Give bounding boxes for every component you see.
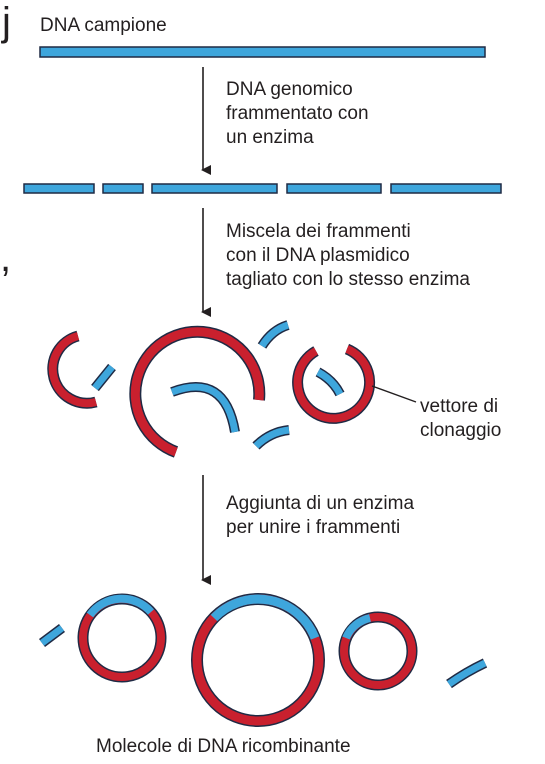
free-fragment [170, 383, 239, 433]
step1-line: DNA genomico [226, 79, 353, 100]
step1-line: frammentato con [226, 103, 369, 124]
dna-fragment [390, 183, 502, 194]
cut-plasmid [130, 327, 264, 457]
cut-plasmid [293, 345, 374, 423]
step2-line: con il DNA plasmidico [226, 245, 410, 266]
recombinant-molecules [39, 593, 488, 727]
vector-pointer-line [371, 385, 417, 403]
step1-line: un enzima [226, 127, 314, 148]
step2-line: tagliato con lo stesso enzima [226, 269, 470, 290]
free-fragment [92, 364, 115, 391]
vector-label: vettore di clonaggio [420, 395, 501, 443]
free-fragment [253, 426, 290, 449]
step2-label: Miscela dei frammenti con il DNA plasmid… [226, 220, 470, 292]
step3-label: Aggiunta di un enzima per unire i framme… [226, 492, 414, 540]
inserted-fragment [210, 594, 320, 640]
inserted-fragment [86, 594, 155, 618]
free-fragment [316, 368, 344, 396]
step3-line: Aggiunta di un enzima [226, 493, 415, 514]
free-fragment [446, 659, 487, 687]
dna-fragments [23, 183, 502, 194]
dna-fragment [286, 183, 382, 194]
cut-plasmid [48, 332, 98, 408]
edge-mark-middle: , [0, 236, 12, 280]
step1-label: DNA genomico frammentato con un enzima [226, 78, 369, 150]
step2-line: Miscela dei frammenti [226, 221, 411, 242]
sample-dna-label: DNA campione [40, 15, 167, 36]
dna-fragment [151, 183, 278, 194]
vector-line: vettore di [420, 396, 499, 417]
step3-line: per unire i frammenti [226, 517, 401, 538]
mixture [47, 320, 376, 458]
edge-mark-top: j [2, 0, 11, 44]
sample-dna-bar [39, 46, 486, 58]
free-fragment [259, 321, 290, 348]
vector-line: clonaggio [420, 420, 502, 441]
free-fragment [39, 625, 65, 646]
recombinant-plasmid [340, 613, 416, 689]
inserted-fragment [342, 614, 372, 640]
dna-fragment [102, 183, 144, 194]
dna-fragment [23, 183, 95, 194]
result-label: Molecole di DNA ricombinante [96, 736, 351, 757]
